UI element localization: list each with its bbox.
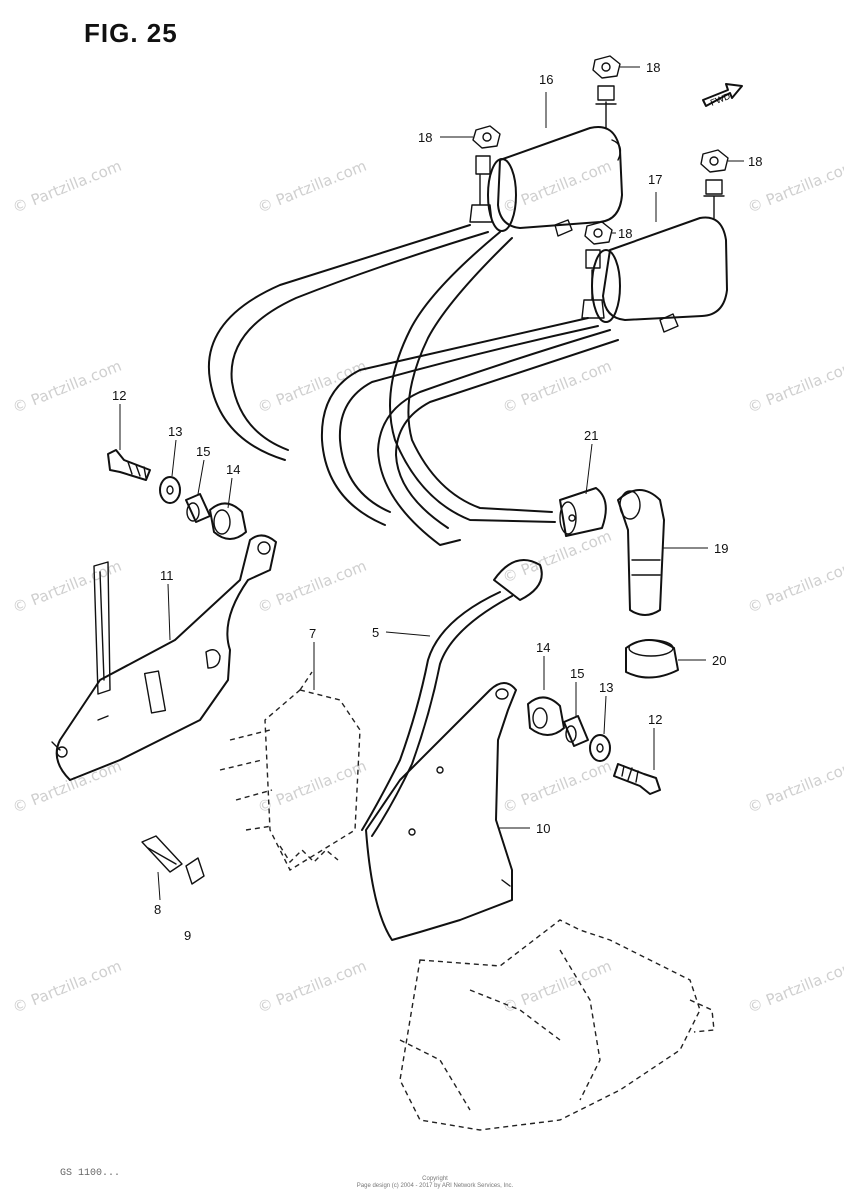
- model-code-footer: GS 1100...: [60, 1168, 121, 1179]
- callout-15: 15: [570, 666, 585, 681]
- callout-19: 19: [714, 541, 729, 556]
- callout-8: 8: [154, 902, 162, 917]
- ignition-coil-16: [469, 85, 623, 232]
- leader-line: [385, 631, 431, 637]
- forward-arrow-icon: FWD: [702, 83, 743, 108]
- callout-18: 18: [618, 226, 633, 241]
- high-tension-leads: [207, 219, 679, 546]
- washer-13-right: [589, 734, 611, 762]
- nut-18-c: [700, 149, 729, 173]
- callout-5: 5: [372, 625, 380, 640]
- forward-arrow-label: FWD: [709, 91, 732, 108]
- leader-line: [585, 443, 593, 495]
- nut-18-a: [592, 55, 621, 79]
- callout-18: 18: [748, 154, 763, 169]
- callout-14: 14: [536, 640, 551, 655]
- leader-line: [157, 871, 161, 901]
- leader-line: [197, 459, 205, 495]
- callout-20: 20: [712, 653, 727, 668]
- leader-line: [227, 477, 233, 509]
- seal-20: [625, 639, 679, 679]
- nut-18-d: [584, 221, 613, 245]
- callout-17: 17: [648, 172, 663, 187]
- callout-13: 13: [168, 424, 183, 439]
- callout-15: 15: [196, 444, 211, 459]
- igniter-unit-7: [219, 671, 361, 871]
- cushion-14-left: [209, 502, 247, 540]
- callout-13: 13: [599, 680, 614, 695]
- ground-lead-5: [361, 559, 543, 837]
- callout-18: 18: [646, 60, 661, 75]
- callout-10: 10: [536, 821, 551, 836]
- callout-14: 14: [226, 462, 241, 477]
- bolt-12-left: [107, 449, 151, 481]
- leader-line: [171, 439, 177, 477]
- spacer-15-left: [185, 493, 211, 523]
- leader-line: [603, 695, 607, 735]
- callout-7: 7: [309, 626, 317, 641]
- coil-bracket-11: [51, 534, 277, 781]
- callout-18: 18: [418, 130, 433, 145]
- callout-9: 9: [184, 928, 192, 943]
- screw-8: [141, 835, 205, 885]
- copyright-line: Page design (c) 2004 - 2017 by ARI Netwo…: [356, 1183, 514, 1189]
- spark-plug-cap-19: [617, 489, 665, 616]
- callout-12: 12: [112, 388, 127, 403]
- engine-phantom-outline: [399, 919, 715, 1131]
- callout-12: 12: [648, 712, 663, 727]
- cushion-14-right: [527, 696, 565, 736]
- bolt-12-right: [613, 763, 661, 795]
- ignition-coil-17: [581, 179, 728, 323]
- washer-13-left: [159, 476, 181, 504]
- ignitor-bracket-10: [365, 682, 517, 941]
- callout-21: 21: [584, 428, 599, 443]
- resistor-cap-21: [559, 487, 607, 537]
- nut-18-b: [472, 125, 501, 149]
- figure-title: FIG. 25: [84, 18, 178, 48]
- spacer-15-right: [563, 715, 589, 747]
- callout-16: 16: [539, 72, 554, 87]
- callout-11: 11: [160, 568, 174, 583]
- leader-line: [167, 583, 171, 641]
- copyright-line: Copyright: [422, 1176, 448, 1182]
- copyright-notice: Copyright Page design (c) 2004 - 2017 by…: [340, 1176, 530, 1190]
